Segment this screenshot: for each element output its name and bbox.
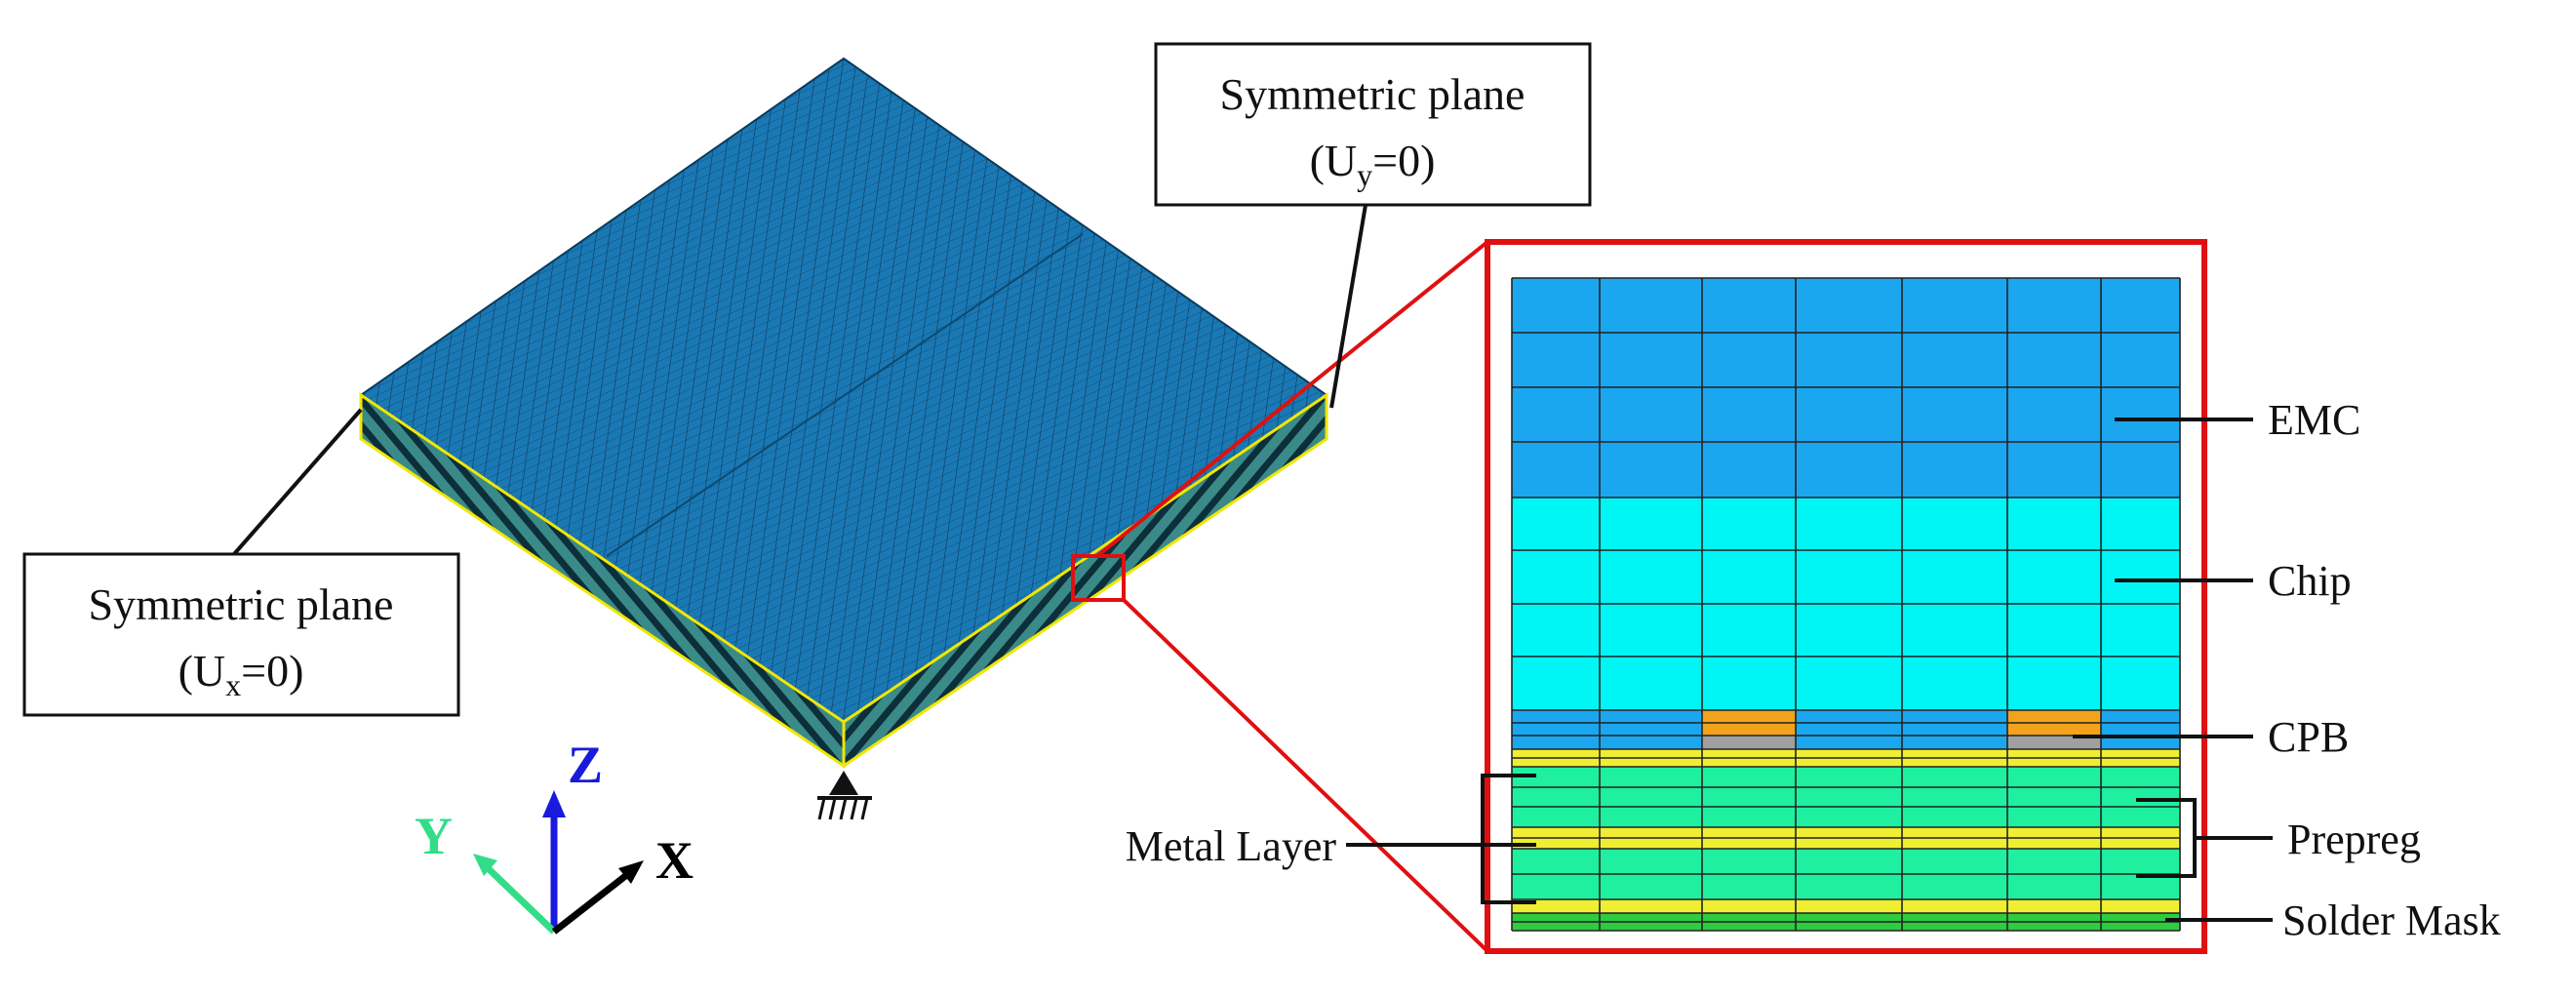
axis-x-label: X xyxy=(655,831,694,890)
coordinate-triad: Z Y X xyxy=(415,736,694,935)
prepreg-layer-1 xyxy=(1512,767,2180,827)
z-axis-arrow-icon xyxy=(542,790,566,817)
axis-y-label: Y xyxy=(415,807,453,865)
y-axis-line xyxy=(480,860,557,935)
x-axis-arrow-icon xyxy=(618,860,644,884)
axis-z-label: Z xyxy=(568,736,603,794)
label-chip: Chip xyxy=(2268,557,2352,605)
label-cpb: CPB xyxy=(2268,713,2349,761)
label-emc: EMC xyxy=(2268,396,2360,444)
zoom-connector-bottom xyxy=(1122,598,1489,953)
x-axis-line xyxy=(551,870,632,935)
cpb-pad-left xyxy=(1702,736,1796,749)
fixed-support-icon xyxy=(817,771,872,820)
zoom-connector-top xyxy=(1095,240,1489,558)
callout-y-line2: (Uy=0) xyxy=(1310,136,1436,192)
callout-symmetric-plane-y: Symmetric plane (Uy=0) xyxy=(1154,42,1592,409)
label-solder-mask: Solder Mask xyxy=(2282,896,2501,944)
callout-x-line2: (Ux=0) xyxy=(178,646,304,702)
package-top-ridge xyxy=(606,233,1084,557)
label-prepreg: Prepreg xyxy=(2287,816,2421,863)
cross-section-detail: EMC Chip CPB Prepreg Solder Mask Metal L… xyxy=(1126,239,2501,954)
callout-symmetric-plane-x: Symmetric plane (Ux=0) xyxy=(22,408,460,717)
mesh-grid xyxy=(1511,277,2181,932)
cpb-pad-right xyxy=(2007,736,2101,749)
callout-x-line1: Symmetric plane xyxy=(89,579,394,629)
bracket-metal-layer xyxy=(1481,774,1536,904)
y-axis-arrow-icon xyxy=(473,854,497,876)
package-mesh-model xyxy=(359,57,1328,820)
layer-stack xyxy=(1511,277,2181,932)
label-metal-layer: Metal Layer xyxy=(1126,822,1337,870)
callout-y-line1: Symmetric plane xyxy=(1220,69,1526,119)
metal-layer-3 xyxy=(1512,899,2180,913)
